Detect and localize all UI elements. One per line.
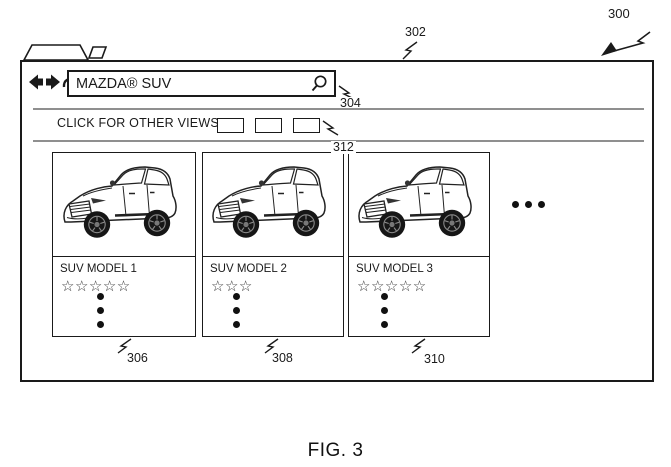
ref-300: 300 [608,6,630,21]
car-drawing-icon [357,165,473,239]
ref-306: 306 [127,351,148,365]
suv-1-image[interactable] [53,153,195,257]
suv-3-title: SUV MODEL 3 [356,263,433,275]
ref-300-arrow [601,31,651,56]
search-bar[interactable]: MAZDA® SUV [67,70,336,97]
car-drawing-icon [211,165,327,239]
more-cards-ellipsis [512,201,545,208]
suv-1-title: SUV MODEL 1 [60,263,137,275]
figure-caption: FIG. 3 [307,440,364,461]
ref-312: 312 [331,140,356,154]
ref-310-leader [411,338,426,354]
suv-card-2[interactable]: SUV MODEL 2 ☆☆☆ [202,152,344,337]
suv-card-3[interactable]: SUV MODEL 3 ☆☆☆☆☆ [348,152,490,337]
suv-card-1[interactable]: SUV MODEL 1 ☆☆☆☆☆ [52,152,196,337]
more-info-ellipsis [233,293,240,335]
suv-2-image[interactable] [203,153,343,257]
browser-tab[interactable] [20,43,112,61]
forward-arrow-icon[interactable] [46,74,60,90]
car-drawing-icon [62,165,178,239]
suv-3-image[interactable] [349,153,489,257]
suv-1-rating-stars: ☆☆☆☆☆ [61,277,131,295]
suv-2-title: SUV MODEL 2 [210,263,287,275]
ref-304-leader [338,85,355,100]
ref-306-leader [117,338,132,354]
ref-308: 308 [272,351,293,365]
more-info-ellipsis [381,293,388,335]
ref-302: 302 [405,25,426,39]
ref-312-leader [322,120,339,136]
view-button-1[interactable] [217,118,244,133]
views-label: CLICK FOR OTHER VIEWS: [57,116,223,130]
search-icon[interactable] [308,73,330,95]
ref-310: 310 [424,352,445,366]
view-button-3[interactable] [293,118,320,133]
suv-3-rating-stars: ☆☆☆☆☆ [357,277,427,295]
view-button-2[interactable] [255,118,282,133]
suv-2-rating-stars: ☆☆☆ [211,277,253,295]
ref-308-leader [264,338,279,354]
divider-top [33,108,644,110]
more-info-ellipsis [97,293,104,335]
ref-304: 304 [340,96,361,110]
back-arrow-icon[interactable] [29,74,43,90]
ref-302-leader [402,41,418,60]
search-input[interactable]: MAZDA® SUV [76,75,172,92]
